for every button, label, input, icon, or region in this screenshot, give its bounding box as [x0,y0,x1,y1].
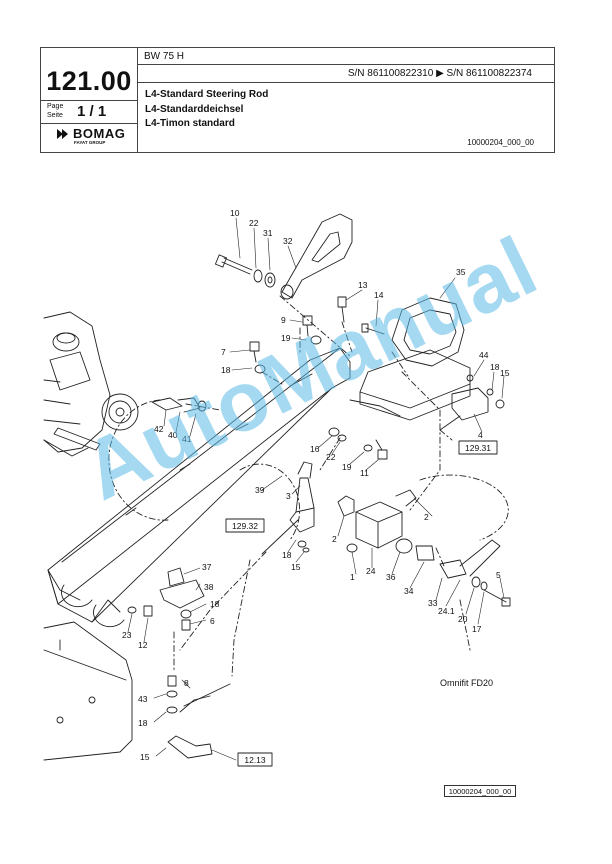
logo-subtext: FAYAT GROUP [74,140,106,145]
model-name: BW 75 H [137,48,554,65]
callout: 7 [221,347,226,357]
callout: 20 [458,614,468,624]
callout: 4 [478,430,483,440]
lower-frame [43,621,133,761]
callout: 19 [342,462,352,472]
bolts-upper [249,296,385,374]
ref-box-129-31: 129.31 [458,440,498,455]
ref-129-32: 129.32 [232,521,258,531]
callout: 36 [386,572,396,582]
callout: 9 [281,315,286,325]
page-info-panel: 121.00 Page Seite 1 / 1 BOMAG FAYAT GROU… [41,48,138,152]
callout: 22 [326,452,336,462]
page-label-box: Page Seite 1 / 1 [41,100,137,124]
callout: 34 [404,586,414,596]
exploded-parts-drawing: 129.31 129.32 12.13 10 22 31 32 35 13 14… [43,208,511,767]
callout: 1 [350,572,355,582]
title-fr: L4-Timon standard [145,118,235,129]
callout: 31 [263,228,273,238]
callout: 15 [500,368,510,378]
serial-numbers: S/N 861100822310 ▶ S/N 861100822374 [347,68,532,79]
callout: 2 [424,512,429,522]
control-lever [261,461,315,555]
callout: 13 [358,280,368,290]
callout: 24 [366,566,376,576]
tube-fasteners [127,605,153,617]
title-en: L4-Standard Steering Rod [145,89,269,100]
callout: 5 [496,570,501,580]
callout: 17 [472,624,482,634]
engine-illustration [43,311,139,457]
bolt-10-assembly [214,254,276,288]
callout: 14 [374,290,384,300]
callout: 3 [286,491,291,501]
callout: 15 [291,562,301,572]
logo-text: BOMAG [73,126,126,141]
callout: 41 [182,434,192,444]
handle-frame [349,297,471,421]
page-label-de: Seite [47,112,63,119]
callout: 40 [168,430,178,440]
callout: 11 [360,468,369,478]
steering-tube [47,347,351,628]
hydraulic-valve-body [337,489,435,561]
callout: 37 [202,562,212,572]
bomag-logo: BOMAG FAYAT GROUP [55,126,135,150]
serial-row: S/N 861100822310 ▶ S/N 861100822374 [137,65,554,83]
handle-bar [280,213,353,300]
ref-12-13: 12.13 [244,755,266,765]
callout: 8 [184,678,189,688]
callout: 18 [210,599,220,609]
callout: 12 [138,640,148,650]
valve-block [439,374,505,431]
ref-box-12-13: 12.13 [237,752,273,767]
callout: 18 [138,718,148,728]
leader-lines [127,217,505,761]
title-de: L4-Standarddeichsel [145,103,244,115]
callout: 16 [310,444,320,454]
lower-bracket [159,567,205,631]
omnifit-label: Omnifit FD20 [440,678,493,688]
callout: 18 [221,365,231,375]
callout: 10 [230,208,240,218]
callout: 19 [281,333,291,343]
assembly-lines [108,295,509,677]
callout: 43 [138,694,148,704]
callout: 35 [456,267,466,277]
callout: 23 [122,630,132,640]
callout: 18 [490,362,500,372]
callout: 32 [283,236,293,246]
title-block: 121.00 Page Seite 1 / 1 BOMAG FAYAT GROU… [40,47,555,153]
part-titles: L4-Standard Steering Rod L4-Standarddeic… [145,88,268,132]
cable-end [166,675,231,759]
callout: 15 [140,752,150,762]
callout: 44 [479,350,489,360]
callout: 38 [204,582,214,592]
callout: 42 [154,424,164,434]
ref-box-129-32: 129.32 [225,518,265,533]
callout: 18 [282,550,292,560]
page-fraction: 1 / 1 [77,103,107,120]
ref-129-31: 129.31 [465,443,491,453]
drawing-id: 10000204_000_00 [467,138,534,147]
callout: 24.1 [438,606,455,616]
page-number: 121.00 [46,66,132,96]
mounting-pins [151,397,207,413]
footer-drawing-id: 10000204_000_00 [444,785,516,797]
mid-fasteners [328,427,388,460]
page-label: Page Seite [47,102,63,120]
page-label-en: Page [47,103,64,110]
callout: 33 [428,598,438,608]
callout: 6 [210,616,215,626]
callout: 39 [255,485,265,495]
bomag-logo-icon [57,129,68,139]
callout: 22 [249,218,259,228]
title-panel: BW 75 H S/N 861100822310 ▶ S/N 861100822… [137,48,554,152]
callout: 2 [332,534,337,544]
callout-numbers: 10 22 31 32 35 13 14 9 19 7 18 44 18 15 … [122,208,510,762]
valve-lever [439,539,511,607]
